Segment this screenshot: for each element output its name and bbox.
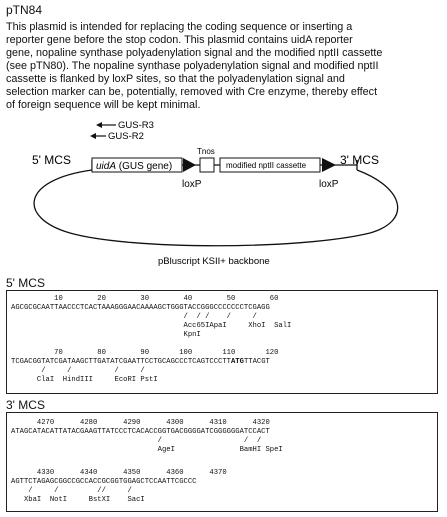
mcs5-sequence-2: TCGACGGTATCGATAAGCTTGATATCGAATTCCTGCAGCC… bbox=[11, 358, 270, 366]
mcs3-sequence-2: AGTTCTAGAGCGGCCGCCACCGCGGTGGAGCTCCAATTCG… bbox=[11, 478, 197, 486]
plasmid-map: GUS-R3 GUS-R2 5' MCS 3' MCS uidA (GUS ge… bbox=[32, 120, 399, 267]
loxp-right-triangle bbox=[322, 158, 336, 172]
description-line: This plasmid is intended for replacing t… bbox=[6, 21, 353, 33]
mcs5-site-ticks-2: / / / / bbox=[11, 367, 145, 375]
mcs3-site-ticks-1: / / / bbox=[11, 437, 262, 445]
description-line: selection marker can be, potentially, re… bbox=[6, 86, 378, 98]
mcs3-site-ticks-2: / / // / bbox=[11, 487, 132, 495]
mcs3-ruler-1: 4270 4280 4290 4300 4310 4320 bbox=[11, 419, 270, 427]
mcs3-section-label: 3' MCS bbox=[6, 398, 45, 412]
loxp-left-label: loxP bbox=[182, 179, 202, 190]
mcs3-map-label: 3' MCS bbox=[340, 153, 379, 167]
mcs5-ruler-2: 70 80 90 100 110 120 bbox=[11, 349, 279, 357]
primer-gus-r3: GUS-R3 bbox=[96, 120, 154, 131]
mcs5-sites-2: ClaI HindIII EcoRI PstI bbox=[11, 376, 158, 384]
mcs3-ruler-2: 4330 4340 4350 4360 4370 bbox=[11, 469, 227, 477]
description-line: of foreign sequence will be kept minimal… bbox=[6, 99, 201, 111]
mcs5-site-ticks-1: / / / / / bbox=[11, 313, 257, 321]
loxp-left-triangle bbox=[183, 158, 196, 172]
mcs5-section-label: 5' MCS bbox=[6, 276, 45, 290]
mcs3-sequence-box: 4270 4280 4290 4300 4310 4320 ATAGCATACA… bbox=[6, 412, 438, 512]
backbone-arc bbox=[33, 169, 399, 247]
tnos-label: Tnos bbox=[197, 147, 215, 156]
mcs3-sites-2: XbaI NotI BstXI SacI bbox=[11, 496, 145, 504]
nptii-label: modified nptII cassette bbox=[226, 161, 307, 170]
description-line: (see pTN80). The nopaline synthase polya… bbox=[6, 60, 379, 72]
primer-gus-r3-label: GUS-R3 bbox=[118, 120, 154, 131]
mcs5-sequence-1: AGCGCGCAATTAACCCTCACTAAAGGGAACAAAAGCTGGG… bbox=[11, 304, 270, 312]
mcs5-ruler-1: 10 20 30 40 50 60 bbox=[11, 295, 279, 303]
primer-gus-r2: GUS-R2 bbox=[90, 131, 144, 142]
description-line: reporter gene before the stop codon. Thi… bbox=[6, 34, 353, 46]
backbone-label: pBluscript KSII+ backbone bbox=[158, 256, 270, 267]
mcs5-sites-1b: KpnI bbox=[11, 331, 201, 339]
nptii-box bbox=[219, 157, 321, 173]
primer-gus-r2-label: GUS-R2 bbox=[108, 131, 144, 142]
page-title: pTN84 bbox=[6, 3, 43, 17]
mcs3-sequence-1: ATAGCATACATTATACGAAGTTATCCCTCACACCGGTGAC… bbox=[11, 428, 270, 436]
mcs5-sequence-box: 10 20 30 40 50 60 AGCGCGCAATTAACCCTCACTA… bbox=[6, 290, 438, 394]
description-line: cassette is flanked by loxP sites, so th… bbox=[6, 73, 345, 85]
mcs3-sites-1: AgeI BamHI SpeI bbox=[11, 446, 283, 454]
gus-gene-box bbox=[91, 157, 183, 173]
loxp-right-label: loxP bbox=[319, 179, 339, 190]
mcs5-map-label: 5' MCS bbox=[32, 153, 71, 167]
mcs5-sites-1: Acc65IApaI XhoI SalI bbox=[11, 322, 292, 330]
tnos-box bbox=[199, 157, 215, 173]
start-codon: ATG bbox=[230, 358, 244, 366]
gus-gene-label: uidA (GUS gene) bbox=[96, 161, 172, 172]
description-line: gene, nopaline synthase polyadenylation … bbox=[6, 47, 383, 59]
